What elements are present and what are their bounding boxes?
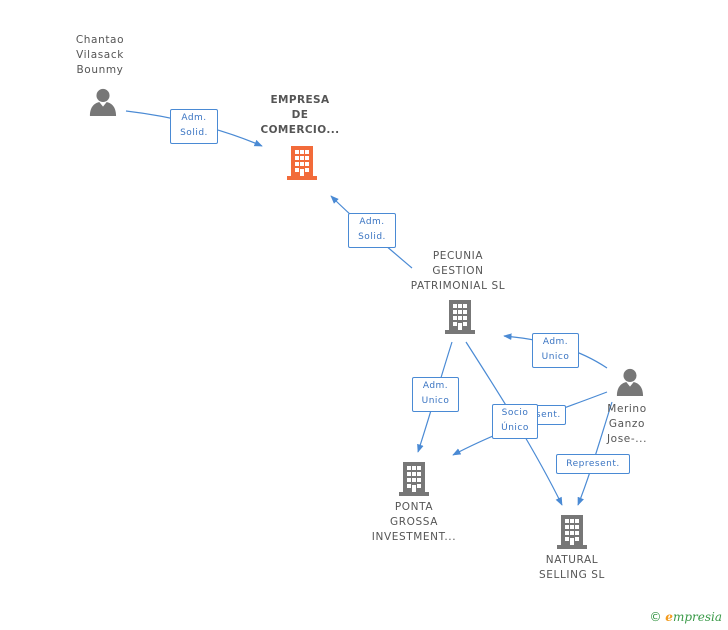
edge-label-merino-pecunia[interactable]: Adm. Unico xyxy=(532,333,579,368)
empresia-logo: empresia xyxy=(665,610,722,624)
copyright-symbol: © xyxy=(649,610,662,624)
edge-label-merino-natural[interactable]: Represent. xyxy=(556,454,630,474)
node-label-empresa[interactable]: EMPRESA DE COMERCIO... xyxy=(260,94,340,136)
building-icon-ponta[interactable] xyxy=(399,462,429,496)
node-label-merino[interactable]: Merino Ganzo Jose-... xyxy=(606,403,648,445)
edge-label-pecunia-ponta[interactable]: Adm. Unico xyxy=(412,377,459,412)
building-icon-empresa[interactable] xyxy=(287,146,317,180)
person-icon-chantao[interactable] xyxy=(89,88,117,116)
building-icon-natural[interactable] xyxy=(557,515,587,549)
empresia-watermark: © empresia xyxy=(649,610,722,624)
building-icon-pecunia[interactable] xyxy=(445,300,475,334)
edge-label-socio-unico[interactable]: Socio Único xyxy=(492,404,538,439)
node-label-chantao[interactable]: Chantao Vilasack Bounmy xyxy=(75,34,125,76)
edge-label-chantao-empresa[interactable]: Adm. Solid. xyxy=(170,109,218,144)
node-label-pecunia[interactable]: PECUNIA GESTION PATRIMONIAL SL xyxy=(410,250,506,292)
node-label-natural[interactable]: NATURAL SELLING SL xyxy=(539,554,605,581)
node-label-ponta[interactable]: PONTA GROSSA INVESTMENT... xyxy=(371,501,457,543)
person-icon-merino[interactable] xyxy=(616,368,644,396)
edge-label-pecunia-empresa[interactable]: Adm. Solid. xyxy=(348,213,396,248)
